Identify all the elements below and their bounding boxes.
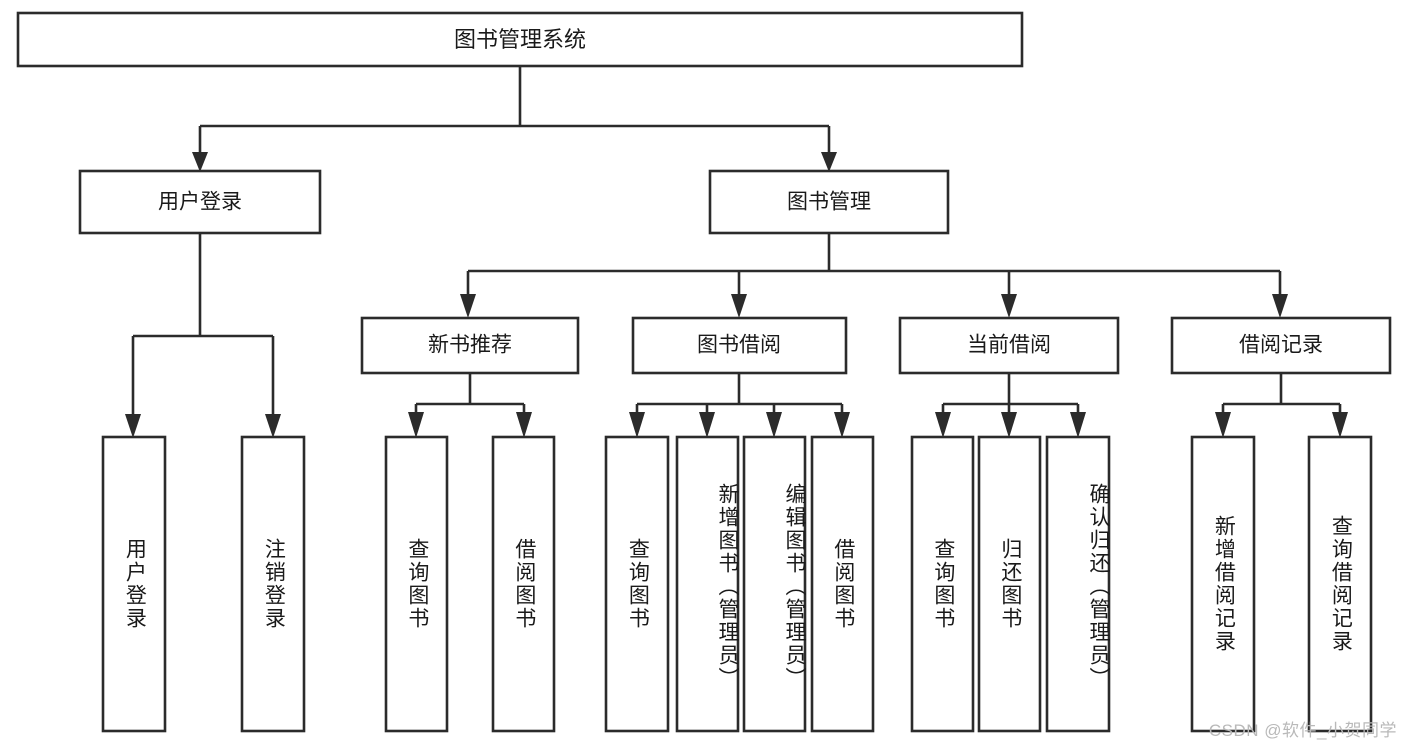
node-borrow-record[interactable]: 借阅记录 (1170, 316, 1392, 375)
connector-group-current-borrow (935, 374, 1086, 438)
arrowhead-book-manage (821, 152, 837, 172)
arrowhead-bookborrow-lend (834, 412, 850, 438)
connector-group-book-borrow (629, 374, 850, 438)
node-book-borrow-box[interactable] (631, 316, 848, 375)
leaf-box-current-query[interactable] (910, 435, 975, 733)
node-root-label: 图书管理系统 (454, 27, 586, 52)
arrowhead-leaf-logout (265, 414, 281, 438)
node-book-manage-box[interactable] (708, 169, 950, 235)
node-current-borrow-box[interactable] (898, 316, 1120, 375)
connector-group-root (192, 66, 837, 172)
node-user-login[interactable]: 用户登录 (78, 169, 322, 235)
leaf-box-newbook-query[interactable] (384, 435, 449, 733)
node-root[interactable]: 图书管理系统 (16, 11, 1024, 68)
arrowhead-current-return (1001, 412, 1017, 438)
arrowhead-current-confirm (1070, 412, 1086, 438)
arrowhead-user-login (192, 152, 208, 172)
leaf-box-logout[interactable] (240, 435, 306, 733)
node-user-login-label: 用户登录 (158, 191, 242, 214)
connector-group-borrow-record (1215, 374, 1348, 438)
arrowhead-record-add (1215, 412, 1231, 438)
node-book-borrow[interactable]: 图书借阅 (631, 316, 848, 375)
arrowhead-current-query (935, 412, 951, 438)
arrowhead-bookborrow-edit (766, 412, 782, 438)
connector-group-new-book (408, 374, 532, 438)
leaf-box-bookborrow-edit[interactable] (742, 435, 807, 733)
leaf-box-bookborrow-lend[interactable] (810, 435, 875, 733)
node-new-book[interactable]: 新书推荐 (360, 316, 580, 375)
node-book-borrow-label: 图书借阅 (697, 334, 781, 357)
arrowhead-record-query (1332, 412, 1348, 438)
node-root-box[interactable] (16, 11, 1024, 68)
node-borrow-record-box[interactable] (1170, 316, 1392, 375)
leaf-box-current-confirm[interactable] (1045, 435, 1111, 733)
leaf-box-user-login[interactable] (101, 435, 167, 733)
node-borrow-record-label: 借阅记录 (1239, 334, 1323, 357)
node-new-book-label: 新书推荐 (428, 334, 512, 357)
leaf-box-bookborrow-add[interactable] (675, 435, 740, 733)
leaf-box-bookborrow-query[interactable] (604, 435, 670, 733)
leaf-box-record-query[interactable] (1307, 435, 1373, 733)
node-current-borrow-label: 当前借阅 (967, 334, 1051, 357)
arrowhead-current-borrow (1001, 294, 1017, 318)
leaf-box-record-add[interactable] (1190, 435, 1256, 733)
node-new-book-box[interactable] (360, 316, 580, 375)
watermark: CSDN @软件_小贺同学 (1208, 721, 1397, 740)
node-current-borrow[interactable]: 当前借阅 (898, 316, 1120, 375)
node-book-manage[interactable]: 图书管理 (708, 169, 950, 235)
arrowhead-newbook-query (408, 412, 424, 438)
connector-group-book-manage (460, 234, 1288, 318)
arrowhead-newbook-borrow (516, 412, 532, 438)
arrowhead-borrow-record (1272, 294, 1288, 318)
leaf-box-newbook-borrow[interactable] (491, 435, 556, 733)
arrowhead-book-borrow (731, 294, 747, 318)
arrowhead-leaf-user-login (125, 414, 141, 438)
arrowhead-bookborrow-add (699, 412, 715, 438)
arrowhead-new-book (460, 294, 476, 318)
node-user-login-box[interactable] (78, 169, 322, 235)
arrowhead-bookborrow-query (629, 412, 645, 438)
connector-group-user-login (125, 234, 281, 438)
leaf-box-current-return[interactable] (977, 435, 1042, 733)
node-book-manage-label: 图书管理 (787, 191, 871, 214)
